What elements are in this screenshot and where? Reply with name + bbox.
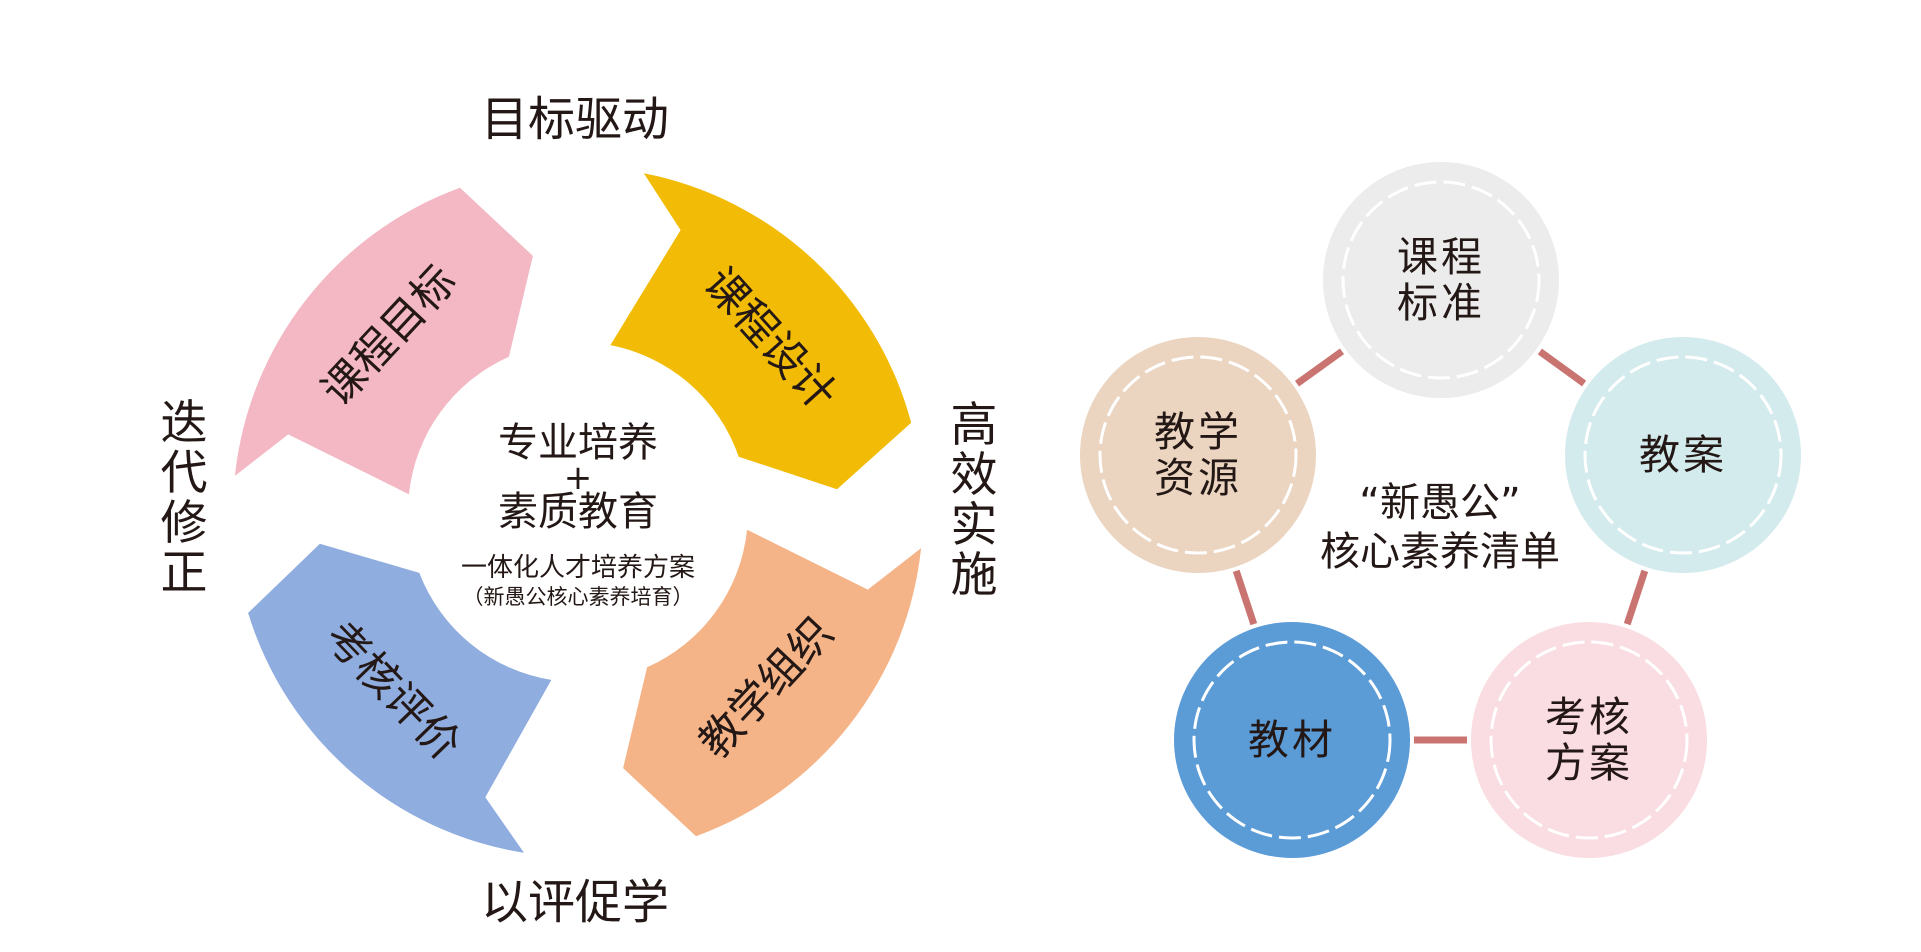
node-label: 方案 <box>1545 739 1633 787</box>
node-label: 考核 <box>1545 693 1633 741</box>
cycle-label-right: 高效实施 <box>951 398 998 603</box>
cycle-diagram: 课程目标 课程设计 教学组织 考核评价 目标驱动 以评促学 迭代修正 高效实施 … <box>161 93 998 931</box>
cycle-segment-assessment <box>248 543 552 853</box>
center-line-2: 素质教育 <box>498 489 658 535</box>
network-connector <box>1294 348 1345 387</box>
node-dashed-ring <box>1098 355 1298 555</box>
cycle-label-top: 目标驱动 <box>481 93 669 148</box>
cycle-segment-course-design <box>610 173 912 490</box>
cycle-segment-teaching-organization <box>623 529 922 837</box>
vertical-char: 高 <box>951 398 998 453</box>
vertical-char: 正 <box>161 546 208 601</box>
network-connector <box>1232 569 1258 626</box>
network-node: 教材 <box>1174 622 1410 858</box>
center-line-4: （新愚公核心素养培育） <box>463 585 694 609</box>
node-label: 教案 <box>1639 431 1727 479</box>
node-label: 标准 <box>1397 279 1485 327</box>
node-dashed-ring <box>1341 180 1541 380</box>
node-dashed-ring <box>1489 640 1689 840</box>
node-circle <box>1080 337 1316 573</box>
node-label: 教学 <box>1154 408 1242 456</box>
network-connector <box>1623 569 1649 626</box>
vertical-char: 效 <box>951 448 998 503</box>
vertical-char: 修 <box>161 496 208 551</box>
node-circle <box>1323 162 1559 398</box>
cycle-center: 专业培养 + 素质教育 一体化人才培养方案 （新愚公核心素养培育） <box>461 420 695 609</box>
network-connectors <box>1232 348 1649 744</box>
node-label: 教材 <box>1248 716 1336 764</box>
network-connector <box>1537 348 1587 387</box>
node-circle <box>1565 337 1801 573</box>
node-circle <box>1174 622 1410 858</box>
center-plus: + <box>564 458 593 498</box>
vertical-char: 代 <box>161 446 208 501</box>
node-label: 课程 <box>1397 233 1485 281</box>
center-line-1: 专业培养 <box>498 420 658 466</box>
vertical-char: 迭 <box>161 396 208 451</box>
cycle-label-left: 迭代修正 <box>161 396 208 601</box>
network-node: 教案 <box>1565 337 1801 573</box>
cycle-segment-course-goals <box>234 187 533 495</box>
vertical-char: 施 <box>951 548 998 603</box>
network-title-line-1: “新愚公” <box>1359 480 1520 526</box>
node-dashed-ring <box>1583 355 1783 555</box>
node-dashed-ring <box>1192 640 1392 840</box>
node-circle <box>1471 622 1707 858</box>
vertical-char: 实 <box>951 498 998 553</box>
cycle-label-bottom: 以评促学 <box>481 876 669 931</box>
center-line-3: 一体化人才培养方案 <box>461 553 695 583</box>
network-title-line-2: 核心素养清单 <box>1320 529 1560 575</box>
node-label: 资源 <box>1154 454 1242 502</box>
